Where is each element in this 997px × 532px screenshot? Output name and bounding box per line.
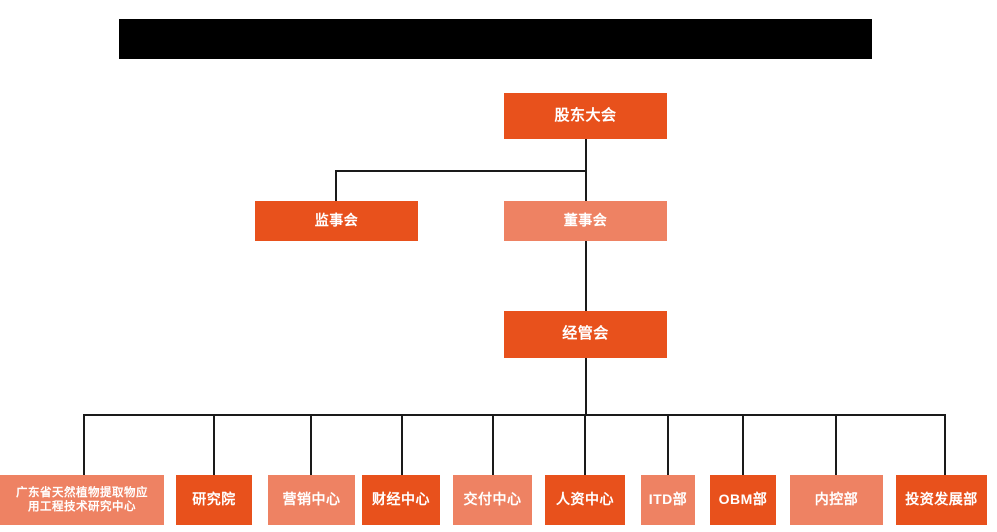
connector-drop-investment-development-department	[944, 414, 946, 475]
connector-supervisory-down	[335, 170, 337, 201]
connector-drop-obm-department	[742, 414, 744, 475]
node-label-marketing-center: 营销中心	[282, 491, 341, 508]
connector-drop-marketing-center	[310, 414, 312, 475]
node-label-itd-department: ITD部	[648, 491, 688, 508]
node-label-management-committee: 经管会	[562, 325, 609, 343]
node-label-internal-control-department: 内控部	[814, 491, 859, 508]
connector-drop-internal-control-department	[835, 414, 837, 475]
node-hr-center[interactable]: 人资中心	[545, 475, 625, 525]
node-engineering-research-center[interactable]: 广东省天然植物提取物应 用工程技术研究中心	[0, 475, 164, 525]
node-itd-department[interactable]: ITD部	[641, 475, 695, 525]
node-obm-department[interactable]: OBM部	[710, 475, 776, 525]
node-internal-control-department[interactable]: 内控部	[790, 475, 883, 525]
node-delivery-center[interactable]: 交付中心	[453, 475, 532, 525]
node-management-committee[interactable]: 经管会	[504, 311, 667, 358]
connector-drop-delivery-center	[492, 414, 494, 475]
node-research-institute[interactable]: 研究院	[176, 475, 252, 525]
connector-drop-research-institute	[213, 414, 215, 475]
connector-drop-itd-department	[667, 414, 669, 475]
node-label-supervisory-board: 监事会	[314, 212, 359, 229]
node-finance-center[interactable]: 财经中心	[362, 475, 440, 525]
node-label-engineering-research-center: 广东省天然植物提取物应 用工程技术研究中心	[16, 486, 148, 513]
redacted-title-bar	[119, 19, 872, 59]
node-marketing-center[interactable]: 营销中心	[268, 475, 355, 525]
node-label-obm-department: OBM部	[718, 491, 768, 508]
connector-board-to-management	[585, 241, 587, 311]
connector-shareholders-down	[585, 139, 587, 240]
node-label-board-of-directors: 董事会	[563, 212, 608, 229]
node-label-investment-development-department: 投资发展部	[905, 491, 978, 508]
node-shareholders-meeting[interactable]: 股东大会	[504, 93, 667, 139]
connector-drop-hr-center	[584, 414, 586, 475]
node-label-shareholders-meeting: 股东大会	[554, 106, 617, 124]
connector-shareholders-to-supervisory	[336, 170, 587, 172]
node-label-research-institute: 研究院	[192, 491, 236, 508]
connector-drop-engineering-research-center	[83, 414, 85, 475]
node-supervisory-board[interactable]: 监事会	[255, 201, 418, 241]
connector-department-bus	[83, 414, 945, 416]
connector-management-down	[585, 358, 587, 416]
connector-drop-finance-center	[401, 414, 403, 475]
node-label-hr-center: 人资中心	[556, 491, 614, 508]
node-label-finance-center: 财经中心	[372, 491, 430, 508]
node-board-of-directors[interactable]: 董事会	[504, 201, 667, 241]
node-investment-development-department[interactable]: 投资发展部	[896, 475, 987, 525]
node-label-delivery-center: 交付中心	[463, 491, 522, 508]
